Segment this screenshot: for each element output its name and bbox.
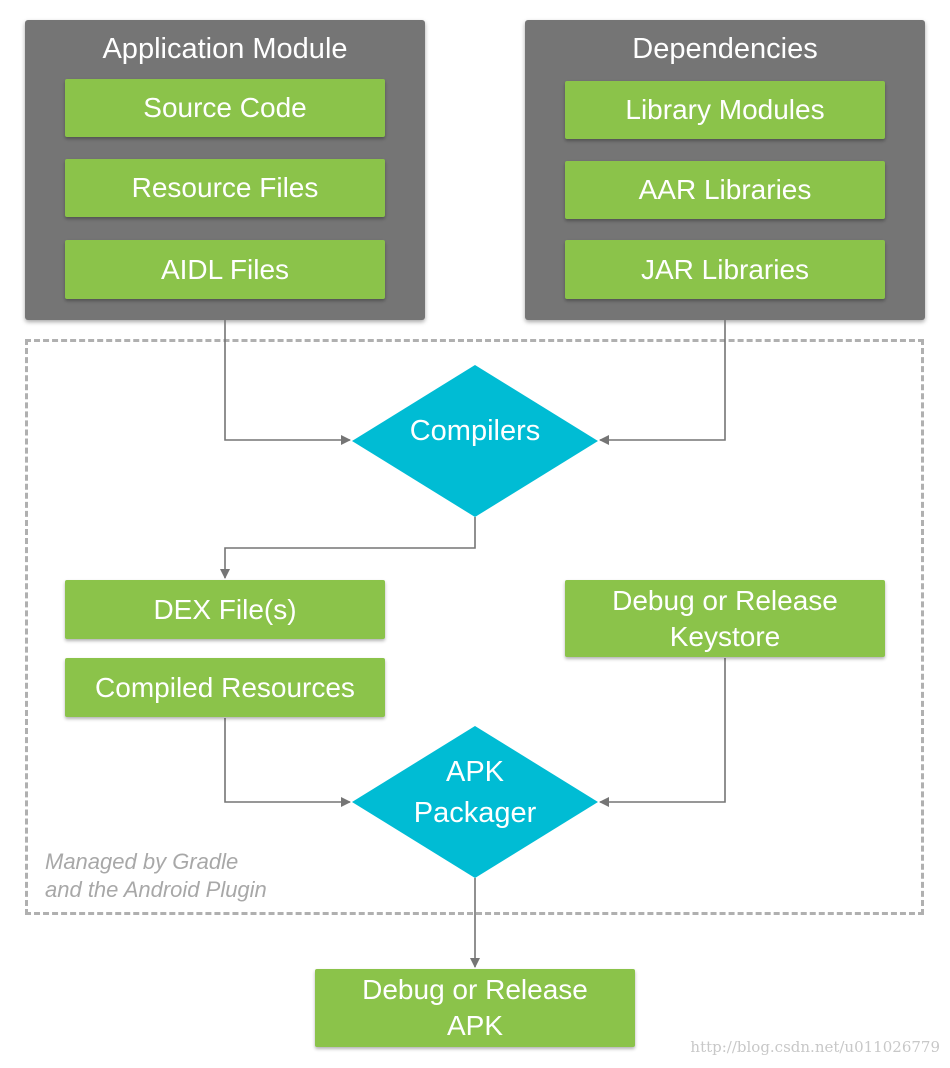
jar-libraries-box: JAR Libraries [565, 240, 885, 299]
final-apk-box: Debug or Release APK [315, 969, 635, 1047]
application-module-title: Application Module [102, 33, 348, 65]
packager-diamond [352, 726, 598, 878]
compiled-resources-box: Compiled Resources [65, 658, 385, 717]
aar-libraries-box: AAR Libraries [565, 161, 885, 219]
arrow-resources-to-packager [224, 718, 351, 807]
compilers-diamond [352, 365, 598, 517]
library-modules-box: Library Modules [565, 81, 885, 139]
arrow-compilers-to-dex [220, 517, 476, 579]
aidl-files-box: AIDL Files [65, 240, 385, 299]
arrow-app-to-compilers [224, 320, 351, 445]
watermark: http://blog.csdn.net/u011026779 [690, 1038, 940, 1056]
packager-label: APK Packager [413, 756, 537, 829]
keystore-box: Debug or Release Keystore [565, 580, 885, 657]
arrow-keystore-to-packager [599, 658, 726, 807]
resource-files-box: Resource Files [65, 159, 385, 217]
source-code-box: Source Code [65, 79, 385, 137]
arrow-deps-to-compilers [599, 320, 726, 445]
compilers-label: Compilers [409, 415, 541, 447]
managed-by-gradle-note: Managed by Gradle and the Android Plugin [45, 849, 267, 902]
dex-files-box: DEX File(s) [65, 580, 385, 639]
dependencies-title: Dependencies [632, 33, 818, 65]
